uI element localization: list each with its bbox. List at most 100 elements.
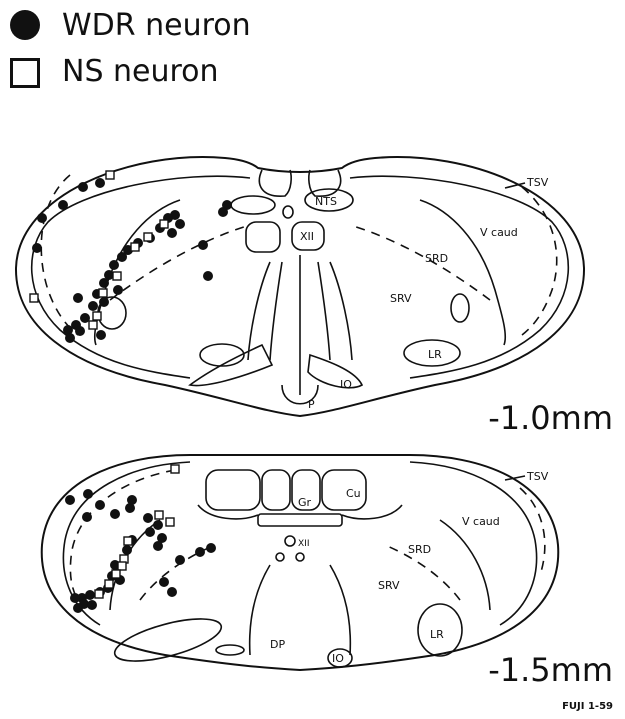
wdr-neuron	[95, 500, 105, 510]
lower-dorsal-tract-left	[198, 505, 258, 519]
ns-neuron	[155, 511, 163, 519]
ns-neuron	[93, 312, 101, 320]
wdr-neuron	[203, 271, 213, 281]
upper-label-srd: SRD	[425, 252, 448, 265]
lower-label-xii: XII	[298, 539, 309, 549]
lower-wdr-neurons	[65, 489, 216, 613]
wdr-neuron	[113, 285, 123, 295]
section-lower: TSV Gr Cu XII V caud SRD SRV LR IO DP	[42, 455, 559, 670]
upper-left-v-caud-border	[41, 175, 78, 335]
wdr-neuron	[73, 603, 83, 613]
lower-central-canal	[285, 536, 295, 546]
wdr-neuron	[82, 512, 92, 522]
lower-dorsal-tract-right	[342, 505, 402, 519]
ns-neuron	[105, 580, 113, 588]
ns-neuron	[124, 537, 132, 545]
ns-neuron	[99, 289, 107, 297]
upper-left-nts-mirror	[231, 196, 275, 214]
upper-label-nts: NTS	[315, 195, 337, 208]
upper-pyramid-right	[318, 262, 352, 360]
ns-neuron	[112, 570, 120, 578]
section-upper: TSV NTS XII V caud SRD SRV LR IO P	[16, 157, 584, 416]
lower-right-trigeminal-tract	[440, 520, 490, 610]
lower-label-v-caud: V caud	[462, 515, 500, 528]
depth-label-upper: -1.0mm	[488, 400, 613, 436]
upper-right-small-nucleus	[451, 294, 469, 322]
lower-gr-left	[262, 470, 290, 510]
wdr-neuron	[88, 301, 98, 311]
upper-wdr-neurons	[32, 178, 232, 343]
wdr-neuron	[96, 330, 106, 340]
lower-xii-right	[296, 553, 304, 561]
upper-label-p: P	[308, 398, 315, 411]
lower-left-io	[216, 645, 244, 655]
depth-label-lower: -1.5mm	[488, 652, 613, 688]
lower-label-tsv: TSV	[526, 470, 549, 483]
lower-xii-left	[276, 553, 284, 561]
wdr-neuron	[145, 527, 155, 537]
lower-label-srd: SRD	[408, 543, 431, 556]
lower-label-gr: Gr	[298, 496, 312, 509]
wdr-neuron	[159, 577, 169, 587]
wdr-neuron	[78, 182, 88, 192]
wdr-neuron	[75, 326, 85, 336]
ns-neuron	[144, 233, 152, 241]
ns-neuron	[118, 562, 126, 570]
ns-neuron	[160, 220, 168, 228]
wdr-neuron	[110, 509, 120, 519]
wdr-neuron	[198, 240, 208, 250]
lower-label-dp: DP	[270, 638, 285, 651]
upper-label-xii: XII	[300, 230, 314, 243]
figure-code: FUJI 1-59	[562, 701, 613, 712]
wdr-neuron	[83, 489, 93, 499]
lower-label-cu: Cu	[346, 487, 361, 500]
upper-label-v-caud: V caud	[480, 226, 518, 239]
wdr-neuron	[153, 520, 163, 530]
lower-label-lr: LR	[430, 628, 444, 641]
upper-dorsal-left-lobe	[259, 170, 291, 196]
wdr-neuron	[99, 278, 109, 288]
wdr-neuron	[122, 545, 132, 555]
lower-label-srv: SRV	[378, 579, 400, 592]
ns-neuron	[131, 243, 139, 251]
ns-neuron	[95, 590, 103, 598]
upper-central-canal	[283, 206, 293, 218]
lower-cu-left	[206, 470, 260, 510]
wdr-neuron	[65, 333, 75, 343]
wdr-neuron	[143, 513, 153, 523]
upper-label-lr: LR	[428, 348, 442, 361]
upper-right-trigeminal-tract	[420, 200, 505, 345]
wdr-neuron	[65, 495, 75, 505]
upper-right-olive	[308, 355, 362, 388]
wdr-neuron	[58, 200, 68, 210]
wdr-neuron	[167, 587, 177, 597]
wdr-neuron	[95, 178, 105, 188]
ns-neuron	[106, 171, 114, 179]
ns-neuron	[171, 465, 179, 473]
upper-right-v-caud-border	[522, 187, 557, 335]
upper-label-srv: SRV	[390, 292, 412, 305]
wdr-neuron	[117, 252, 127, 262]
upper-left-lr	[200, 344, 244, 366]
wdr-neuron	[73, 293, 83, 303]
upper-label-io: IO	[340, 378, 352, 391]
ns-neuron	[30, 294, 38, 302]
ns-neuron	[89, 321, 97, 329]
upper-xii-left	[246, 222, 280, 252]
wdr-neuron	[175, 219, 185, 229]
lower-ventral-right	[330, 565, 350, 655]
lower-ventral-left	[250, 565, 270, 655]
wdr-neuron	[195, 547, 205, 557]
wdr-neuron	[167, 228, 177, 238]
upper-label-tsv: TSV	[526, 176, 549, 189]
wdr-neuron	[206, 543, 216, 553]
lower-label-io: IO	[332, 652, 344, 665]
ns-neuron	[113, 272, 121, 280]
wdr-neuron	[32, 243, 42, 253]
wdr-neuron	[109, 260, 119, 270]
wdr-neuron	[87, 600, 97, 610]
wdr-neuron	[37, 213, 47, 223]
wdr-neuron	[99, 297, 109, 307]
wdr-neuron	[218, 207, 228, 217]
